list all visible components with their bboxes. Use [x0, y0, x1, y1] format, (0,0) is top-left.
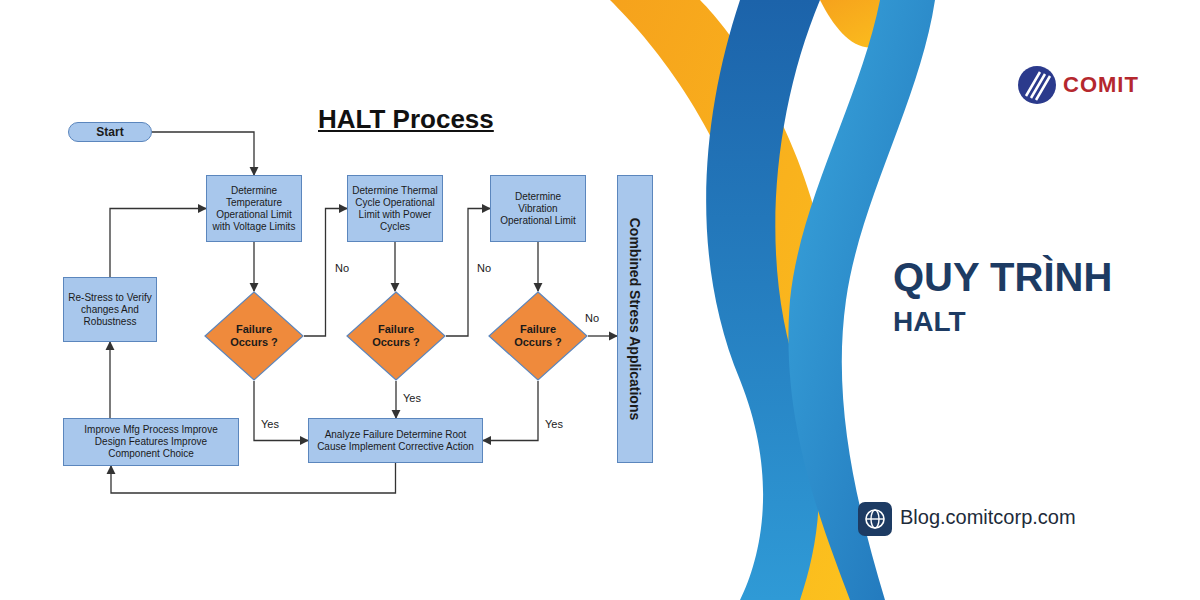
- edge-label: No: [584, 312, 600, 325]
- start-terminal: Start: [68, 122, 152, 142]
- edge-label: Yes: [260, 418, 280, 431]
- flow-arrow: [111, 463, 396, 493]
- flow-arrow: [254, 381, 308, 441]
- edge-label: Yes: [544, 418, 564, 431]
- decision-diamond: Failure Occurs ?: [204, 291, 304, 381]
- node-text: Failure Occurs ?: [369, 323, 423, 349]
- process-box: Improve Mfg Process Improve Design Featu…: [63, 418, 239, 466]
- node-text: Determine Thermal Cycle Operational Limi…: [352, 185, 438, 233]
- node-text: Determine Vibration Operational Limit: [495, 191, 581, 227]
- website-url: Blog.comitcorp.com: [900, 506, 1076, 529]
- node-text: Failure Occurs ?: [227, 323, 281, 349]
- node-text: Failure Occurs ?: [511, 323, 565, 349]
- flow-arrow: [395, 381, 396, 418]
- brand-name: COMIT: [1063, 72, 1139, 98]
- banner-heading: QUY TRÌNH: [893, 255, 1112, 300]
- flow-arrow: [152, 132, 254, 175]
- edge-label: No: [476, 262, 492, 275]
- flow-arrow: [537, 242, 538, 291]
- process-box: Determine Thermal Cycle Operational Limi…: [347, 175, 443, 242]
- flow-arrow: [588, 335, 617, 336]
- edge-label: No: [334, 262, 350, 275]
- node-text: Analyze Failure Determine Root Cause Imp…: [313, 429, 478, 453]
- node-text: Determine Temperature Operational Limit …: [211, 185, 297, 233]
- flow-arrow: [109, 342, 110, 418]
- decision-diamond: Failure Occurs ?: [488, 291, 588, 381]
- node-text: Combined Stress Applications: [627, 218, 643, 421]
- globe-icon: [858, 502, 892, 536]
- stress-band: Combined Stress Applications: [617, 175, 653, 463]
- decision-diamond: Failure Occurs ?: [346, 291, 446, 381]
- logo-mark: [1018, 66, 1056, 104]
- node-text: Re-Stress to Verify changes And Robustne…: [68, 292, 152, 328]
- flow-arrow: [253, 242, 254, 291]
- process-box: Determine Vibration Operational Limit: [490, 175, 586, 242]
- node-text: Start: [96, 125, 123, 139]
- banner-subheading: HALT: [893, 306, 966, 338]
- diagram-title: HALT Process: [318, 104, 494, 135]
- process-box: Analyze Failure Determine Root Cause Imp…: [308, 418, 483, 463]
- flow-arrow: [110, 209, 206, 278]
- process-box: Re-Stress to Verify changes And Robustne…: [63, 277, 157, 342]
- flow-arrow: [483, 381, 538, 441]
- flow-arrow: [394, 242, 395, 291]
- edge-label: Yes: [402, 392, 422, 405]
- process-box: Determine Temperature Operational Limit …: [206, 175, 302, 242]
- node-text: Improve Mfg Process Improve Design Featu…: [68, 424, 234, 460]
